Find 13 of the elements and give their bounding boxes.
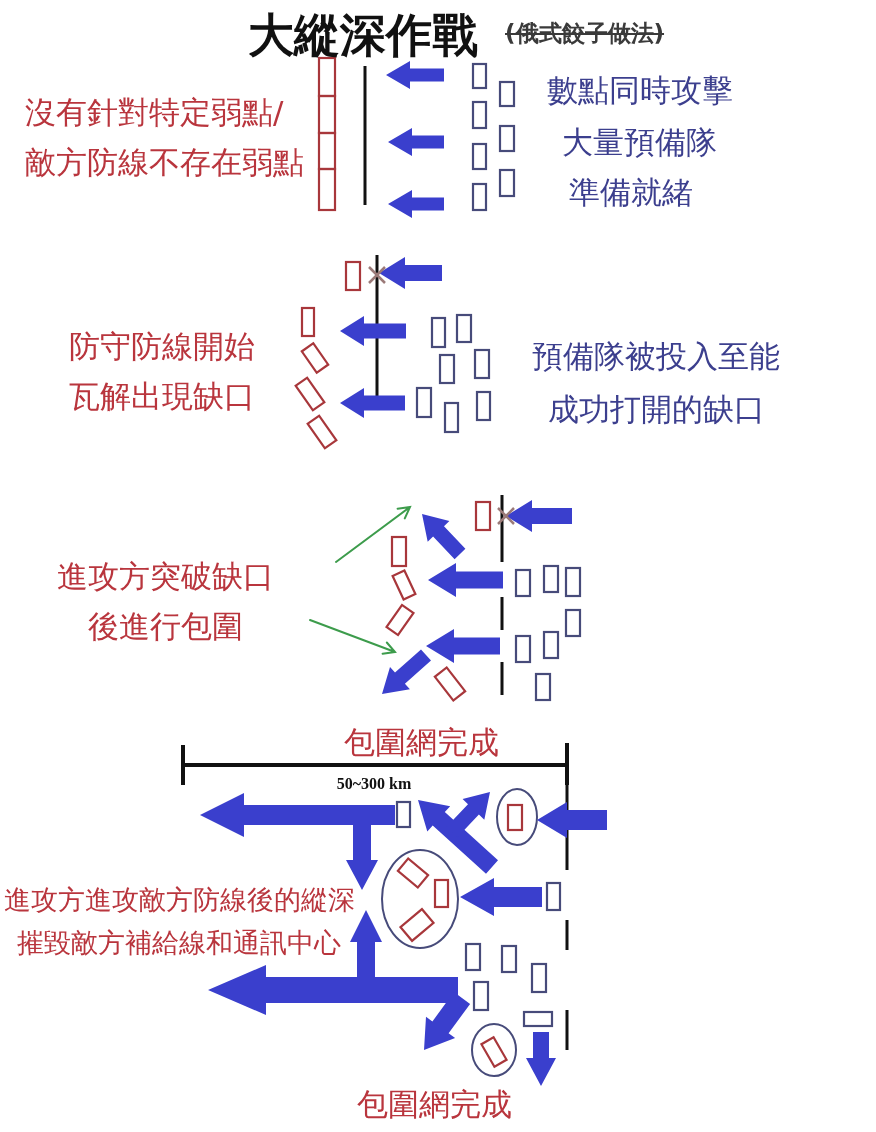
- annotation: 大量預備隊: [561, 123, 717, 161]
- annotation: 進攻方突破缺口後進行包圍: [55, 557, 275, 646]
- annotation: 準備就緒: [569, 173, 693, 211]
- annotation: 預備隊被投入至能成功打開的缺口: [531, 337, 781, 429]
- dimension-label: 50~300 km: [336, 773, 412, 793]
- annotation: 包圍網完成: [356, 1085, 512, 1123]
- annotation: 包圍網完成: [343, 723, 499, 761]
- title: 大縱深作戰: [248, 7, 478, 63]
- annotation: 防守防線開始瓦解出現缺口: [68, 327, 256, 416]
- subtitle: (俄式餃子做法): [505, 19, 665, 47]
- annotation: 進攻方進攻敵方防線後的縱深摧毀敵方補給線和通訊中心: [2, 883, 356, 960]
- annotation: 數點同時攻擊: [547, 71, 733, 109]
- annotation: 沒有針對特定弱點/敵方防線不存在弱點: [25, 93, 305, 182]
